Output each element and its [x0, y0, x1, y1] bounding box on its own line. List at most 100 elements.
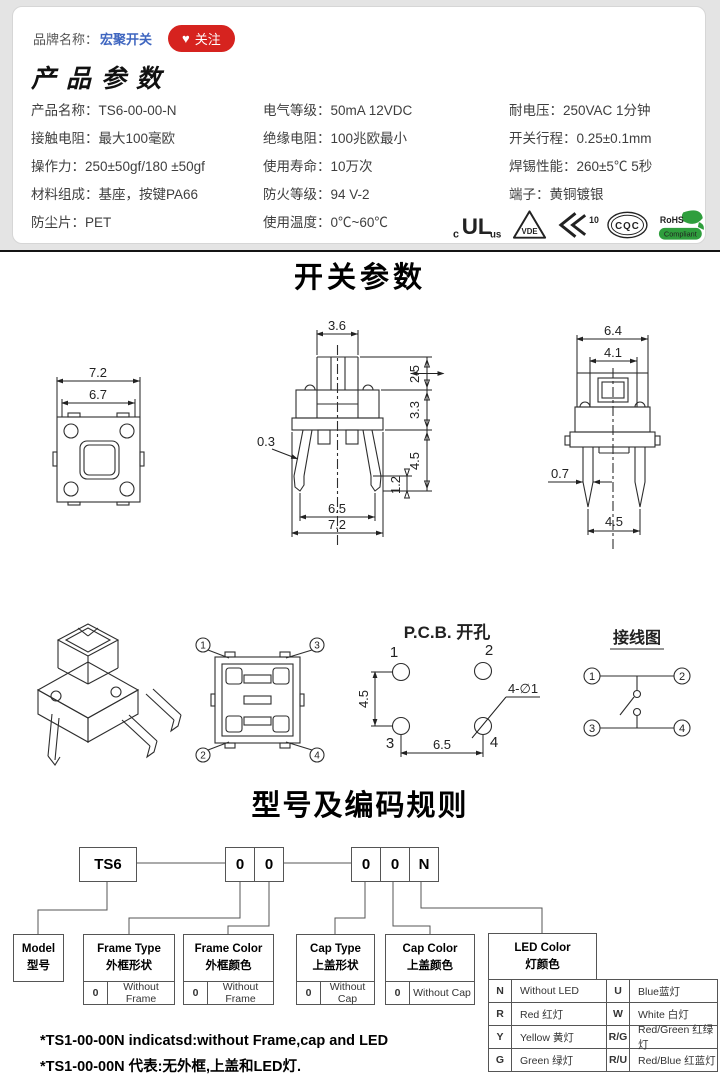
terminal-number: 1	[589, 671, 595, 683]
footnotes: *TS1-00-00N indicatsd:without Frame,cap …	[40, 1028, 388, 1080]
hole-number: 2	[485, 642, 493, 659]
table-title-en: Frame Type	[97, 943, 161, 955]
svg-text:10: 10	[589, 215, 599, 225]
param-item: 焊锡性能：260±5℃ 5秒	[509, 159, 653, 174]
views-and-schematics: 1 3 2 4 P.C.B. 开孔 1 2 3 4 4.5 6.5 4-∅1 接…	[36, 623, 691, 766]
code-cell: 0	[297, 982, 321, 1004]
brand-name-link[interactable]: 宏聚开关	[100, 32, 153, 47]
led-desc: White 白灯	[629, 1003, 717, 1025]
dim-label: 0.7	[551, 466, 569, 481]
param-item: 使用温度：0℃~60℃	[263, 215, 388, 230]
param-item: 使用寿命：10万次	[263, 159, 373, 174]
table-title-zh: 外框颜色	[205, 960, 252, 972]
param-item: 防尘片：PET	[31, 215, 112, 230]
side-view-drawing: 6.4 4.1 0.7 4.5	[548, 323, 661, 550]
table-title-zh: 灯颜色	[525, 959, 560, 971]
code-digits-right: 0 0 N	[351, 847, 439, 882]
table-title-en: Model	[21, 943, 56, 955]
table-title-en: Frame Color	[194, 943, 263, 955]
led-code: Y	[496, 1031, 504, 1043]
led-code: U	[606, 980, 629, 1002]
coding-tree: TS6 0 0 0 0 N Model 型号 Frame Type 外框形状 0…	[0, 840, 720, 1088]
wiring-diagram: 接线图 1 2 3 4	[583, 628, 691, 737]
section-divider	[0, 250, 720, 252]
dim-label: 7.2	[89, 365, 107, 380]
led-row: R Red 红灯 W White 白灯	[489, 1002, 717, 1025]
svg-text:RoHS: RoHS	[660, 215, 684, 225]
svg-text:VDE: VDE	[521, 227, 537, 236]
follow-button[interactable]: ♥ 关注	[168, 25, 235, 52]
dim-label: 1.2	[388, 476, 403, 494]
bottom-view-drawing: 1 3 2 4	[195, 637, 325, 763]
dim-label: 4.5	[605, 514, 623, 529]
param-item: 开关行程：0.25±0.1mm	[509, 131, 652, 146]
led-color-header: LED Color 灯颜色	[488, 933, 597, 981]
coding-tree-connectors	[37, 862, 543, 934]
dim-label: 6.4	[604, 323, 622, 338]
switch-params-heading: 开关参数	[293, 262, 426, 294]
hole-callout: 4-∅1	[508, 681, 538, 696]
led-code: R/G	[606, 1026, 629, 1048]
dimension-drawings: 7.2 6.7 3.6	[52, 318, 661, 550]
table-title-zh: 上盖颜色	[407, 960, 453, 972]
code-digit: 0	[254, 847, 284, 882]
rohs-cert-icon: RoHS Compliant	[659, 210, 705, 240]
svg-text:Compliant: Compliant	[664, 230, 697, 239]
certification-icons: c UL us VDE 10 CQC RoHS Compliant	[451, 205, 707, 245]
table-title-zh: 外框形状	[106, 960, 152, 972]
hole-number: 4	[490, 734, 498, 751]
param-item: 防火等级：94 V-2	[263, 187, 370, 202]
cap-type-table: Cap Type 上盖形状 0 Without Cap	[296, 934, 375, 1005]
led-desc: Yellow 黄灯	[511, 1026, 606, 1048]
led-code: G	[495, 1054, 505, 1066]
dim-label: 6.5	[433, 737, 451, 752]
led-row: Y Yellow 黄灯 R/G Red/Green 红绿灯	[489, 1024, 717, 1051]
pcb-title: P.C.B. 开孔	[404, 623, 491, 642]
model-code-box: TS6	[79, 847, 137, 882]
dim-label: 4.1	[604, 345, 622, 360]
code-digit: 0	[225, 847, 255, 882]
pin-number: 1	[200, 641, 206, 652]
param-column-1: 产品名称：TS6-00-00-N 接触电阻：最大100毫欧 操作力：250±50…	[31, 97, 263, 237]
pcb-layout-drawing: P.C.B. 开孔 1 2 3 4 4.5 6.5 4-∅1	[356, 623, 540, 757]
desc-cell: Without Cap	[413, 987, 471, 999]
front-view-drawing: 3.6 0.3 2.5 3.3 4.5	[257, 318, 445, 545]
param-item: 耐电压：250VAC 1分钟	[509, 103, 651, 118]
led-desc: Blue蓝灯	[629, 980, 717, 1002]
led-code: R/U	[606, 1049, 629, 1071]
terminal-number: 3	[589, 723, 595, 735]
led-desc: Green 绿灯	[511, 1049, 606, 1071]
desc-cell: Without Cap	[329, 981, 366, 1005]
table-title-en: Cap Type	[310, 943, 361, 955]
svg-text:UL: UL	[462, 214, 492, 239]
frame-color-table: Frame Color 外框颜色 0 Without Frame	[183, 934, 274, 1005]
param-item: 操作力：250±50gf/180 ±50gf	[31, 159, 205, 174]
pin-number: 4	[314, 751, 320, 762]
led-desc: Without LED	[511, 980, 606, 1002]
brand-label: 品牌名称：	[33, 32, 99, 47]
tuv-cert-icon: 10	[558, 212, 599, 238]
model-table: Model 型号	[13, 934, 64, 982]
code-digit: 0	[351, 847, 381, 882]
led-code: R	[496, 1008, 504, 1020]
terminal-number: 4	[679, 723, 685, 735]
dim-label: 7.2	[328, 517, 346, 532]
desc-cell: Without Frame	[222, 981, 259, 1005]
footnote: *TS1-00-00N 代表:无外框,上盖和LED灯.	[40, 1059, 302, 1075]
product-params-card: 品牌名称： 宏聚开关 ♥ 关注 产品参数 产品名称：TS6-00-00-N 接触…	[12, 6, 706, 244]
code-digit: 0	[380, 847, 410, 882]
svg-text:CQC: CQC	[616, 221, 641, 232]
product-params-title: 产品参数	[31, 64, 172, 93]
cqc-cert-icon: CQC	[607, 211, 649, 239]
param-item: 材料组成：基座，按键PA66	[31, 187, 199, 202]
hole-number: 1	[390, 644, 398, 661]
dim-label: 3.3	[407, 401, 422, 419]
table-title-en: Cap Color	[402, 943, 458, 955]
terminal-number: 2	[679, 671, 685, 683]
ul-cert-icon: c UL us	[453, 214, 502, 241]
dim-label: 0.3	[257, 434, 275, 449]
frame-type-table: Frame Type 外框形状 0 Without Frame	[83, 934, 175, 1005]
dim-label: 6.5	[328, 501, 346, 516]
follow-button-label: 关注	[194, 32, 221, 47]
param-item: 产品名称：TS6-00-00-N	[31, 103, 177, 118]
